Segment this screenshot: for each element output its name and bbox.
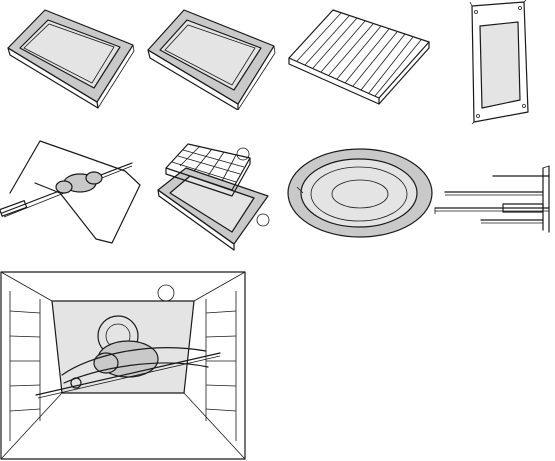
- grill-rack-on-tray: [150, 138, 275, 253]
- rotisserie-spit: [0, 133, 150, 248]
- callout-marker-bottom: [257, 214, 269, 226]
- callout-marker: [158, 285, 174, 301]
- oven-interior-rotisserie: [0, 271, 246, 461]
- deep-pan: [140, 0, 280, 110]
- rear-panel: [462, 0, 532, 125]
- callout-marker-top: [237, 148, 249, 160]
- baking-tray: [0, 0, 140, 110]
- round-dish: [285, 145, 435, 245]
- telescopic-runners: [433, 162, 555, 234]
- wire-shelf: [283, 0, 433, 110]
